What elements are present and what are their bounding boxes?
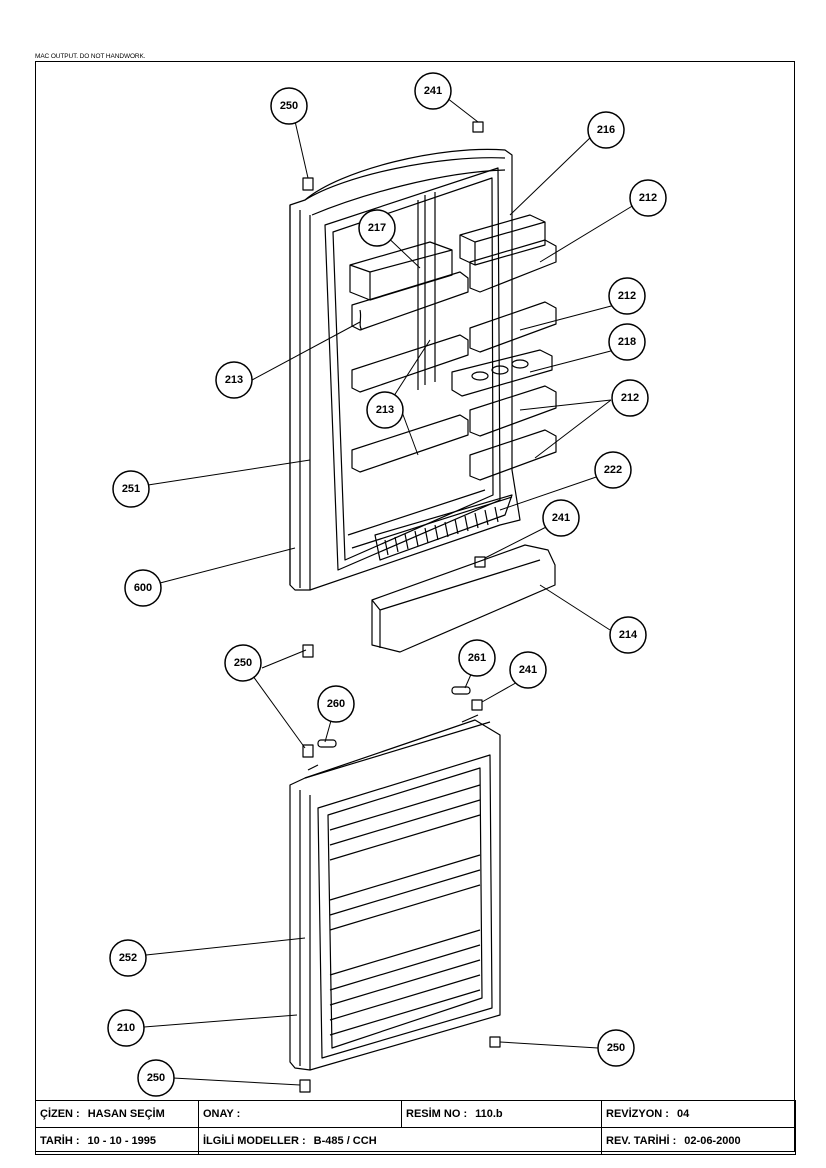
date-label: TARİH : — [40, 1135, 80, 1147]
svg-text:213: 213 — [225, 374, 243, 386]
drawn-by-cell: ÇİZEN : HASAN SEÇİM — [35, 1100, 199, 1128]
date-value: 10 - 10 - 1995 — [87, 1135, 157, 1147]
callout-210: 210 — [107, 1009, 145, 1047]
lower-door — [289, 686, 501, 1093]
callout-217: 217 — [358, 209, 396, 247]
callout-212-a: 212 — [629, 179, 667, 217]
svg-text:252: 252 — [119, 952, 137, 964]
svg-text:212: 212 — [639, 192, 657, 204]
svg-text:250: 250 — [234, 657, 252, 669]
callout-251: 251 — [112, 470, 150, 508]
svg-text:251: 251 — [122, 483, 140, 495]
drawn-by-value: HASAN SEÇİM — [87, 1108, 165, 1120]
svg-text:212: 212 — [621, 392, 639, 404]
callouts: 250 241 216 212 217 212 218 213 213 212 … — [107, 72, 667, 1097]
rev-date-cell: REV. TARİHİ : 02-06-2000 — [601, 1127, 796, 1155]
callout-250-top: 250 — [270, 87, 308, 125]
callout-261: 261 — [458, 639, 496, 677]
svg-text:250: 250 — [280, 100, 298, 112]
svg-text:250: 250 — [607, 1042, 625, 1054]
models-label: İLGİLİ MODELLER : — [203, 1135, 306, 1147]
callout-216: 216 — [587, 111, 625, 149]
svg-text:216: 216 — [597, 124, 615, 136]
drawing-no-label: RESİM NO : — [406, 1108, 468, 1120]
svg-text:241: 241 — [552, 512, 570, 524]
leader-lines — [143, 97, 635, 1086]
callout-222: 222 — [594, 451, 632, 489]
callout-250-mid: 250 — [224, 644, 262, 682]
callout-600: 600 — [124, 569, 162, 607]
title-block: ÇİZEN : HASAN SEÇİM ONAY : RESİM NO : 110.… — [35, 1100, 796, 1155]
callout-250-bottom: 250 — [137, 1059, 175, 1097]
svg-text:261: 261 — [468, 652, 486, 664]
svg-text:600: 600 — [134, 582, 152, 594]
revision-cell: REVİZYON : 04 — [601, 1100, 796, 1128]
svg-text:241: 241 — [519, 664, 537, 676]
drawing-no-cell: RESİM NO : 110.b — [401, 1100, 602, 1128]
callout-218: 218 — [608, 323, 646, 361]
svg-text:214: 214 — [619, 629, 638, 641]
svg-text:260: 260 — [327, 698, 345, 710]
date-cell: TARİH : 10 - 10 - 1995 — [35, 1127, 199, 1155]
rev-date-label: REV. TARİHİ : — [606, 1135, 677, 1147]
callout-241-low: 241 — [509, 651, 547, 689]
callout-213-b: 213 — [366, 391, 404, 429]
svg-text:250: 250 — [147, 1072, 165, 1084]
svg-text:218: 218 — [618, 336, 636, 348]
svg-text:241: 241 — [424, 85, 442, 97]
callout-260: 260 — [317, 685, 355, 723]
svg-text:217: 217 — [368, 222, 386, 234]
revision-value: 04 — [676, 1108, 690, 1120]
models-cell: İLGİLİ MODELLER : B-485 / CCH — [198, 1127, 602, 1155]
callout-213-a: 213 — [215, 361, 253, 399]
callout-214: 214 — [609, 616, 647, 654]
drawing-no-value: 110.b — [475, 1108, 503, 1120]
callout-241-mid: 241 — [542, 499, 580, 537]
drawn-by-label: ÇİZEN : — [40, 1108, 80, 1120]
svg-text:222: 222 — [604, 464, 622, 476]
callout-212-b: 212 — [608, 277, 646, 315]
svg-text:210: 210 — [117, 1022, 135, 1034]
callout-250-right: 250 — [597, 1029, 635, 1067]
svg-text:213: 213 — [376, 404, 394, 416]
callout-212-c: 212 — [611, 379, 649, 417]
header-note: MAC OUTPUT. DO NOT HANDWORK. — [35, 53, 146, 60]
svg-text:212: 212 — [618, 290, 636, 302]
revision-label: REVİZYON : — [606, 1108, 669, 1120]
callout-241-top: 241 — [414, 72, 452, 110]
callout-252: 252 — [109, 939, 147, 977]
rev-date-value: 02-06-2000 — [684, 1135, 741, 1147]
approval-label: ONAY : — [203, 1108, 241, 1120]
upper-door — [289, 121, 557, 658]
approval-cell: ONAY : — [198, 1100, 402, 1128]
models-value: B-485 / CCH — [313, 1135, 377, 1147]
